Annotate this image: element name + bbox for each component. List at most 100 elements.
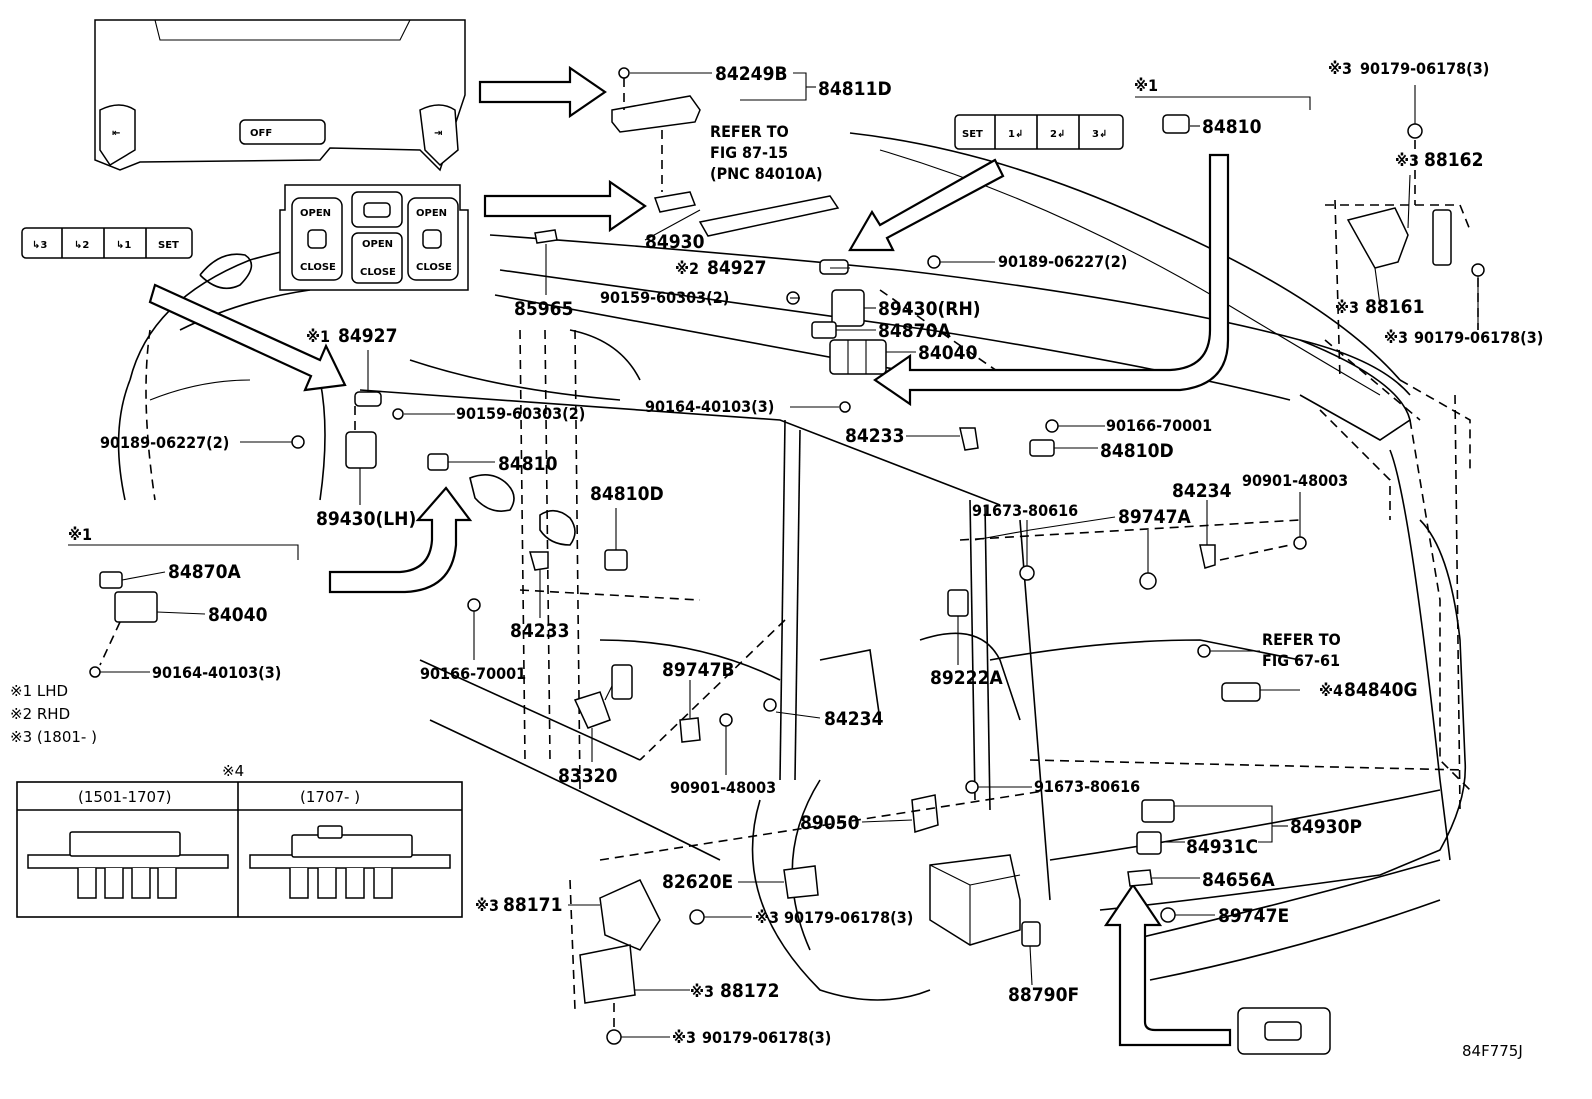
close-label: CLOSE	[300, 262, 336, 273]
part-label: 89430(RH)	[878, 298, 981, 320]
part-label: 84234	[1172, 480, 1232, 502]
refer-note-line: FIG 67-61	[1262, 651, 1340, 670]
part-label: 84810D	[1100, 440, 1174, 462]
bolt-icon	[839, 401, 851, 413]
computer-module-icon	[653, 191, 697, 213]
memory-switch-icon: 2↲	[1050, 129, 1065, 140]
figure-code: 84F775J	[1462, 1042, 1523, 1060]
part-label: 90166-70001	[1106, 416, 1212, 435]
part-label: 84040	[918, 342, 978, 364]
door-switch-icon	[307, 229, 327, 249]
close-label: CLOSE	[360, 267, 396, 278]
memory-switch-icon: 3↲	[1092, 129, 1107, 140]
part-label: 90159-60303(2)	[456, 404, 585, 423]
part-label: 91673-80616	[1034, 777, 1140, 796]
part-label: 90164-40103(3)	[645, 397, 774, 416]
bolt-icon	[89, 666, 101, 678]
part-label: 88172	[720, 980, 779, 1002]
refer-note-1: REFER TO FIG 87-15 (PNC 84010A)	[710, 122, 823, 183]
group-mark: ※1	[1134, 76, 1158, 95]
part-label: 90159-60303(2)	[600, 288, 729, 307]
refer-note-2: REFER TO FIG 67-61	[1262, 630, 1341, 670]
part-label: 84840G	[1344, 679, 1418, 701]
clip-icon	[959, 427, 979, 451]
part-label: 89747A	[1118, 506, 1191, 528]
part-label: 84233	[845, 425, 904, 447]
part-label: 84810	[498, 453, 558, 475]
clip-icon	[1029, 439, 1055, 457]
legend-note: ※1 LHD	[10, 682, 68, 700]
prefix-mark: ※4	[1319, 681, 1343, 700]
prefix-mark: ※3	[1335, 298, 1359, 317]
table-header-1: (1501-1707)	[78, 788, 171, 806]
clip-icon	[1139, 572, 1157, 590]
part-label: 90901-48003	[670, 778, 776, 797]
prefix-mark: ※3	[1395, 151, 1419, 170]
part-label: 89747B	[662, 659, 735, 681]
clip-icon	[354, 391, 382, 407]
memory-set-label: SET	[962, 129, 983, 140]
prefix-mark: ※3	[755, 908, 779, 927]
prefix-mark: ※3	[690, 982, 714, 1001]
computer-module-icon	[579, 944, 636, 1004]
part-label: 83320	[558, 765, 618, 787]
bolt-icon	[1019, 565, 1035, 581]
prefix-mark: ※3	[1328, 59, 1352, 78]
part-label: 85965	[514, 298, 573, 320]
part-label: 90179-06178(3)	[702, 1028, 831, 1047]
refer-note-line: (PNC 84010A)	[710, 164, 823, 183]
close-label: CLOSE	[416, 262, 452, 273]
bolt-icon	[965, 780, 979, 794]
refer-note-line: REFER TO	[710, 122, 789, 141]
clip-icon	[819, 259, 849, 275]
part-label: 84870A	[878, 320, 951, 342]
tailgate-button-icon	[363, 202, 391, 218]
clip-icon	[604, 549, 628, 571]
prefix-mark: ※3	[475, 896, 499, 915]
part-label: 84233	[510, 620, 569, 642]
open-label: OPEN	[362, 239, 393, 250]
legend-note: ※3 (1801- )	[10, 728, 97, 746]
part-label: 91673-80616	[972, 501, 1078, 520]
table-mark: ※4	[222, 762, 244, 780]
part-icons	[89, 67, 1485, 1045]
tailgate-button-icon	[1264, 1021, 1302, 1041]
part-label: 90179-06178(3)	[784, 908, 913, 927]
part-label: 89050	[800, 812, 860, 834]
open-label: OPEN	[300, 208, 331, 219]
part-label: 84870A	[168, 561, 241, 583]
part-label: 84927	[338, 325, 397, 347]
memory-switch-icon: ↳2	[74, 240, 89, 251]
group-mark: ※1	[68, 525, 92, 544]
bolt-icon	[1045, 419, 1059, 433]
door-switch-panel: OPEN CLOSE OPEN CLOSE OPEN CLOSE	[279, 184, 469, 291]
refer-note-line: FIG 87-15	[710, 143, 788, 162]
memory-switch-right: SET 1↲ 2↲ 3↲	[954, 114, 1124, 150]
part-label: 90166-70001	[420, 664, 526, 683]
part-label: 84810D	[590, 483, 664, 505]
table-header-2: (1707- )	[300, 788, 360, 806]
bolt-icon	[291, 435, 305, 449]
bolt-icon	[392, 408, 404, 420]
clip-icon	[1160, 907, 1176, 923]
memory-set-label: SET	[158, 240, 179, 251]
prefix-mark: ※1	[306, 327, 330, 346]
part-label: 88161	[1365, 296, 1424, 318]
door-switch-icon	[422, 229, 442, 249]
bolt-icon	[1407, 123, 1423, 139]
clip-icon	[1199, 544, 1216, 569]
part-label: 82620E	[662, 871, 733, 893]
part-label: 84931C	[1186, 836, 1258, 858]
clip-icon	[763, 698, 777, 712]
part-label: 88162	[1424, 149, 1483, 171]
part-label: 90189-06227(2)	[998, 252, 1127, 271]
part-label: 84930	[645, 231, 705, 253]
prefix-mark: ※3	[672, 1028, 696, 1047]
bolt-icon	[1471, 263, 1485, 277]
memory-switch-icon: 1↲	[1008, 129, 1023, 140]
open-label: OPEN	[416, 208, 447, 219]
part-label: 89222A	[930, 667, 1003, 689]
battery-icon	[929, 854, 1021, 946]
console-off-label: OFF	[250, 128, 272, 139]
part-label: 84810	[1202, 116, 1262, 138]
